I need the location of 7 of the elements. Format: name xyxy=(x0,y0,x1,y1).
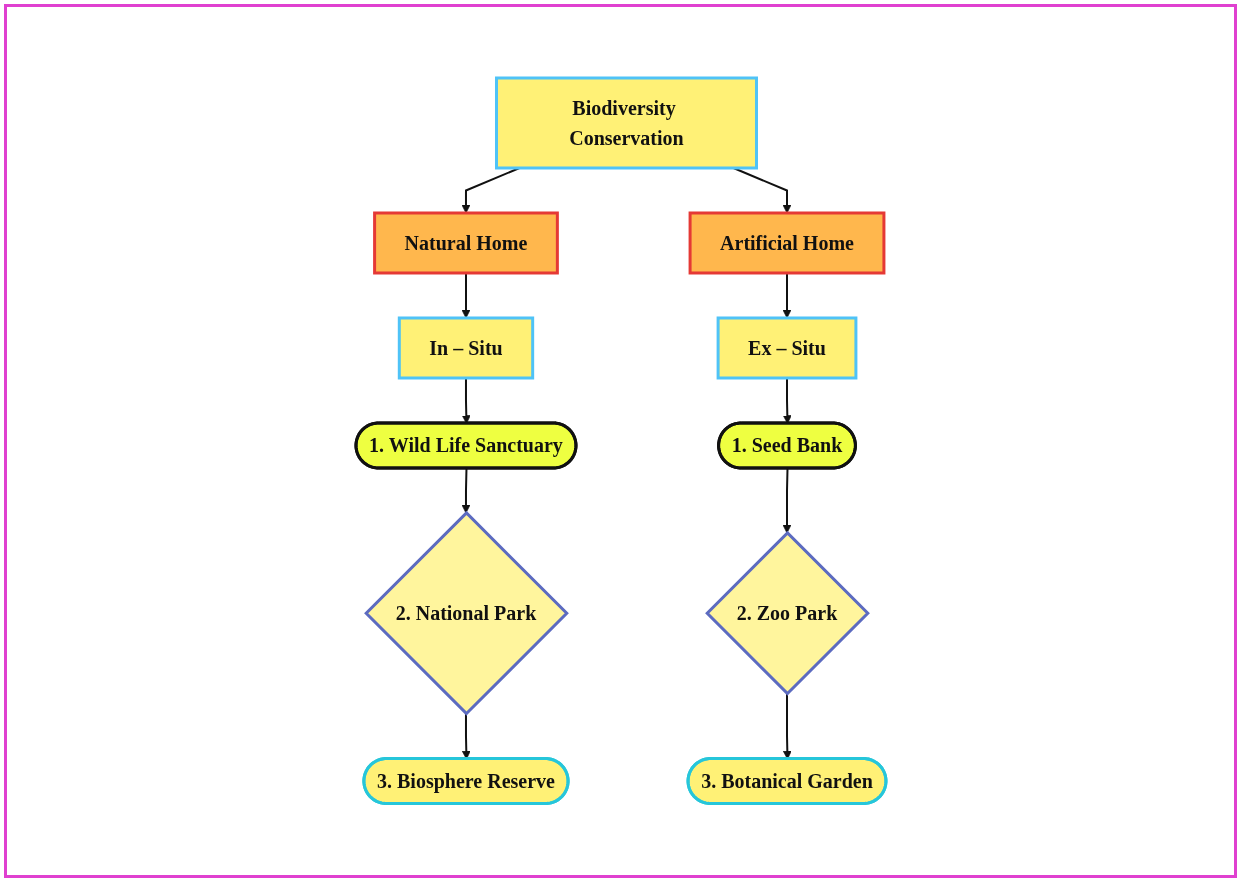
node-box: Artificial Home xyxy=(688,211,885,275)
node-diamond: 2. Zoo Park xyxy=(704,531,870,696)
node-box: In – Situ xyxy=(397,316,534,380)
node-diamond: 2. National Park xyxy=(363,511,569,716)
node-box: Biodiversity Conservation xyxy=(494,76,758,170)
node-box: Ex – Situ xyxy=(716,316,857,380)
node-box: Natural Home xyxy=(372,211,559,275)
